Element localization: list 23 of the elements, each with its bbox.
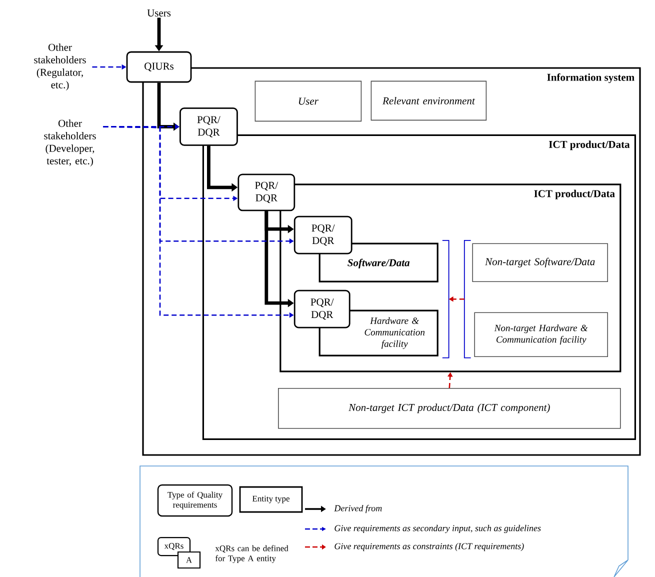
legend-label: Give requirements as constraints (ICT requirements): [334, 542, 524, 552]
actor-label: Other stakeholders (Developer, tester, etc.): [44, 120, 96, 166]
requirement-box: PQR/ DQR: [180, 108, 238, 146]
legend-label: Derived from: [334, 504, 382, 514]
entity-box: Non-target Hardware & Communication facility: [474, 312, 608, 357]
legend-key: xQRs: [157, 537, 191, 556]
requirement-box: QIURs: [126, 51, 192, 83]
requirement-box: PQR/ DQR: [294, 216, 352, 254]
entity-box: Non-target Software/Data: [472, 243, 608, 282]
entity-box: Relevant environment: [370, 80, 487, 121]
actor-label: Other stakeholders (Regulator, etc.): [34, 44, 86, 90]
requirement-box: PQR/ DQR: [238, 174, 296, 212]
requirement-box: PQR/ DQR: [294, 290, 350, 328]
bracket: [442, 240, 450, 358]
legend-note: xQRs can be defined for Type A entity: [215, 545, 288, 564]
legend-key: Entity type: [239, 486, 303, 513]
legend-key: Type of Quality requirements: [157, 484, 233, 517]
legend-label: Give requirements as secondary input, such as guidelines: [334, 524, 541, 534]
entity-box: Non-target ICT product/Data (ICT component): [278, 388, 621, 429]
bracket: [464, 240, 472, 358]
legend-key: A: [177, 551, 201, 569]
entity-box: User: [254, 80, 362, 122]
actor-label: Users: [147, 10, 171, 16]
